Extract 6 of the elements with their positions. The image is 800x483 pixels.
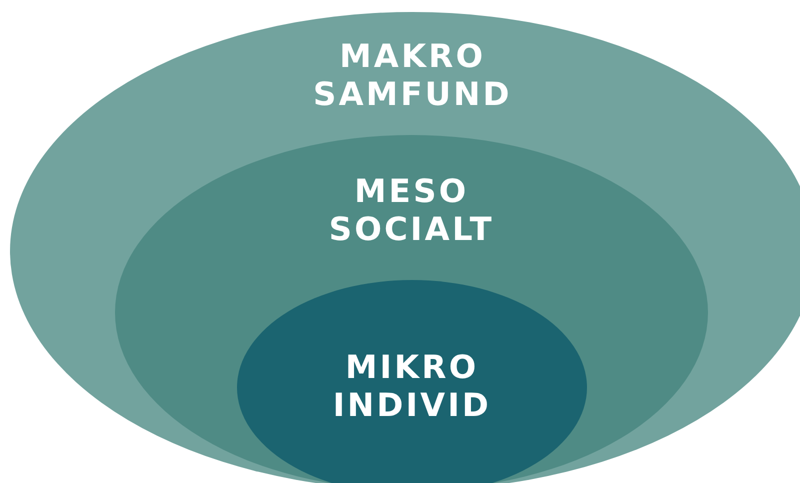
level-label: MIKRO [345,348,479,386]
level-label: MESO [354,172,469,210]
level-label: INDIVID [332,386,492,424]
level-label: MAKRO [339,37,486,75]
level-label: SOCIALT [328,210,494,248]
level-label: SAMFUND [313,75,512,113]
